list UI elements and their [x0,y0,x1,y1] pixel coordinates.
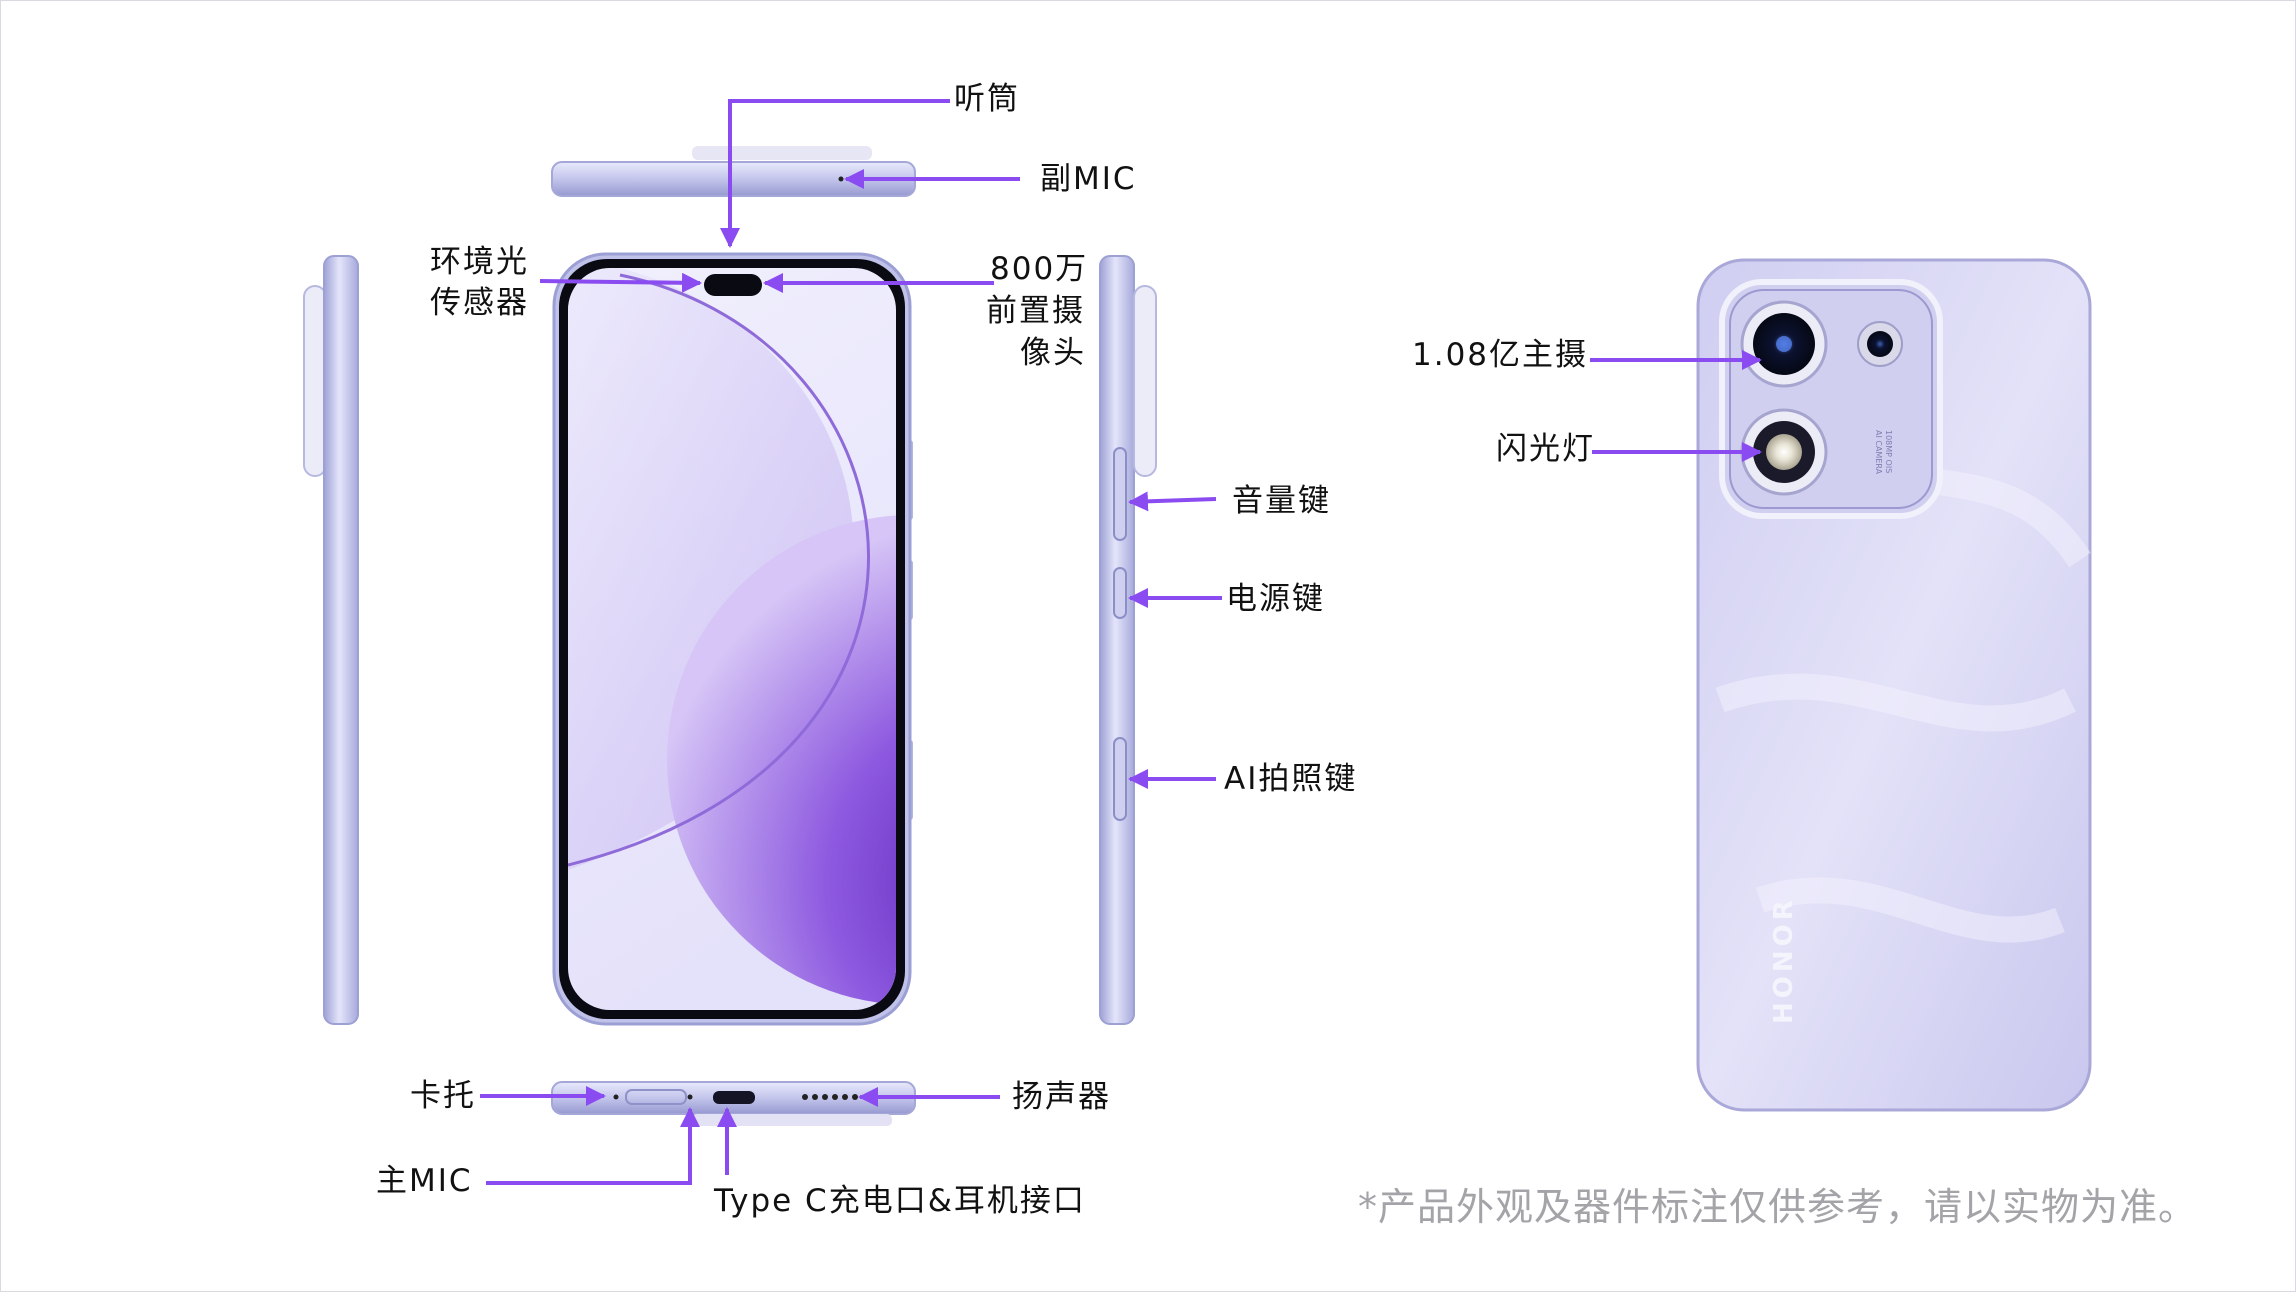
label-sub-mic: 副MIC [1040,161,1137,197]
phone-left-side-view [303,255,359,1025]
label-usb-port: Type C充电口&耳机接口 [714,1183,1086,1219]
label-front-camera-line1: 800万 [990,251,1089,287]
callout-lines [480,99,1762,1185]
brand-logo: HONOR [1769,896,1799,1024]
speaker-grille [802,1094,858,1100]
ai-camera-key [1113,737,1127,821]
label-ambient-light-sensor-line2: 传感器 [430,285,529,321]
camera-module-text-2: 108MP OIS [1884,430,1893,473]
label-front-camera-line2: 前置摄 [986,293,1085,329]
label-ambient-light-sensor-line1: 环境光 [430,244,529,280]
phone-bottom-view [551,1081,916,1126]
label-speaker: 扬声器 [1012,1079,1111,1115]
volume-key [1113,447,1127,541]
sim-tray-slot [625,1089,687,1105]
label-power-key: 电源键 [1226,581,1325,617]
label-main-mic: 主MIC [376,1163,473,1199]
label-flash: 闪光灯 [1496,431,1595,467]
sub-mic-hole [838,176,844,182]
camera-module-text-1: AI CAMERA [1874,430,1883,475]
label-volume-key: 音量键 [1232,483,1331,519]
label-front-camera-line3: 像头 [1020,335,1086,371]
label-ai-camera-key: AI拍照键 [1224,761,1358,797]
usb-c-port [713,1091,755,1104]
main-mic-hole [687,1094,693,1100]
front-camera-pill [704,274,762,296]
power-key [1113,567,1127,619]
label-sim-tray: 卡托 [410,1078,476,1114]
phone-back-view: AI CAMERA 108MP OIS HONOR [1696,258,2092,1112]
phone-front-view [552,252,913,1026]
label-earpiece: 听筒 [954,81,1020,117]
phone-top-view [551,146,916,197]
disclaimer-note: *产品外观及器件标注仅供参考，请以实物为准。 [1358,1185,2198,1229]
label-main-camera: 1.08亿主摄 [1412,337,1589,373]
phone-right-side-view [1099,255,1157,1025]
